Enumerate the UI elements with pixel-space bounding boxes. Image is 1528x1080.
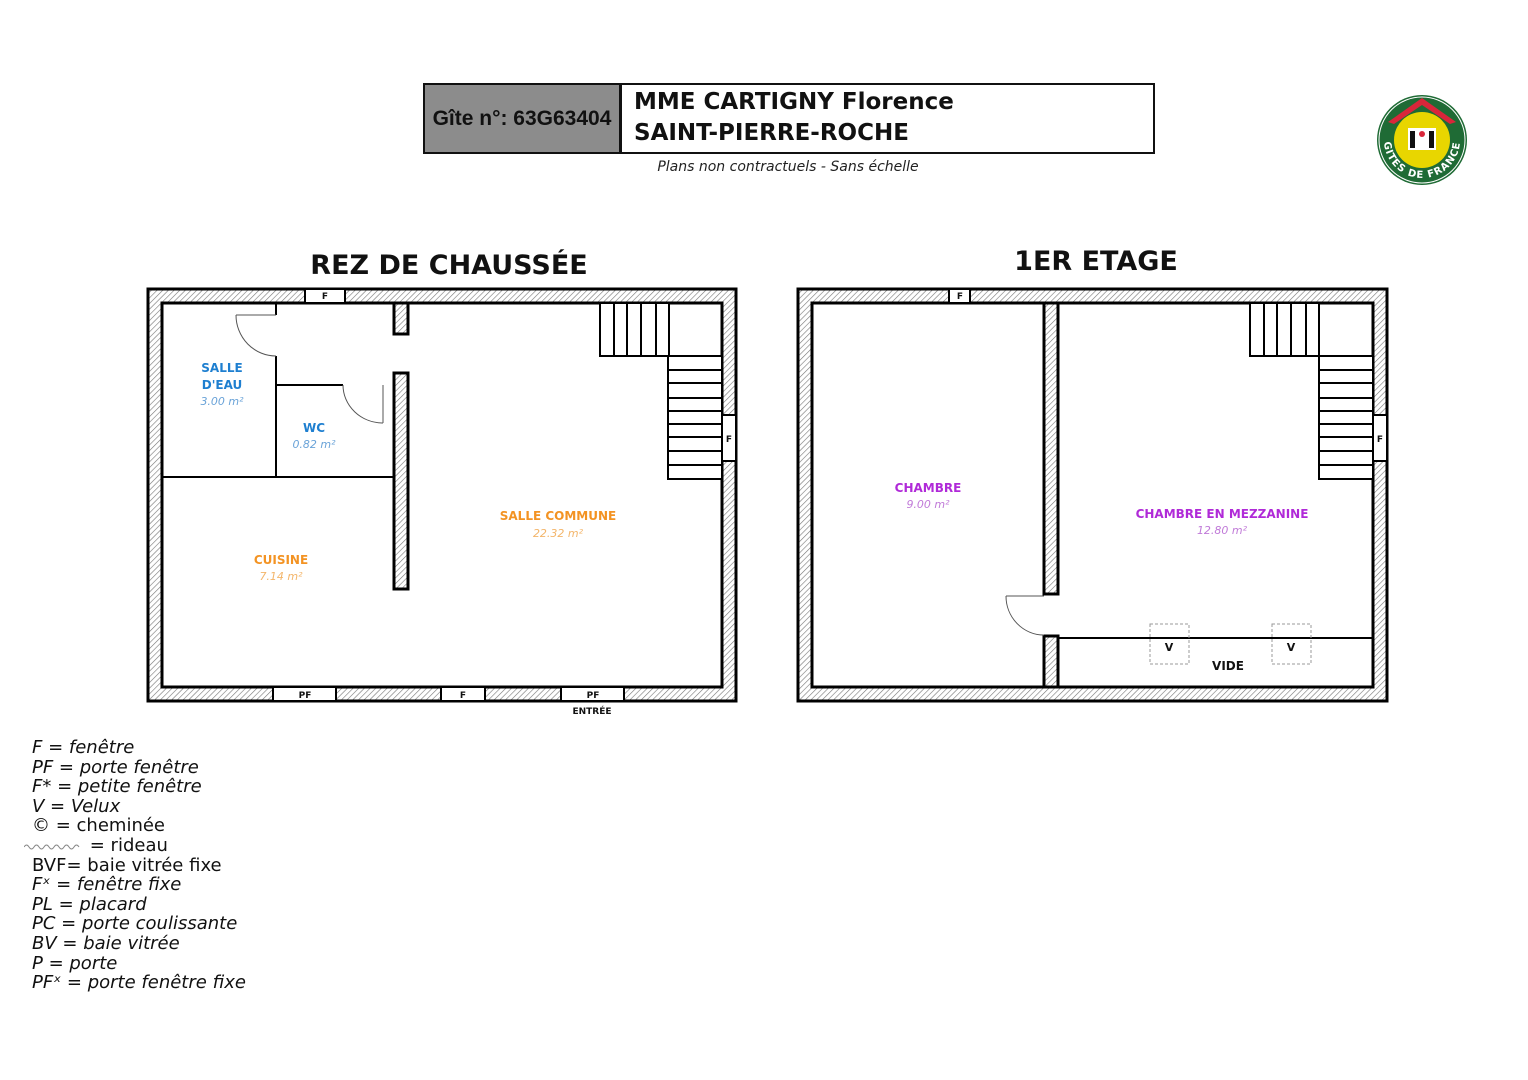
- opening-label: F: [1377, 435, 1383, 445]
- room-name: D'EAU: [202, 378, 243, 392]
- door-icon: [1005, 595, 1045, 636]
- partition-wall: [392, 371, 410, 591]
- opening-label: PF: [299, 691, 312, 701]
- legend-item: BVF= baie vitrée fixe: [32, 854, 222, 876]
- room-area: 22.32 m²: [533, 527, 584, 540]
- interior-space: [160, 301, 724, 689]
- interior-space: [810, 301, 1375, 689]
- legend-item-curtain: = rideau: [23, 834, 246, 856]
- velux-label: V: [1165, 641, 1174, 654]
- room-area: 9.00 m²: [906, 498, 950, 511]
- window-bottom: [440, 686, 486, 702]
- owner-name: MME CARTIGNY Florence: [634, 89, 954, 115]
- french-window-1: [272, 686, 337, 702]
- legend-item: PF = porte fenêtre: [32, 756, 199, 778]
- gites-de-france-logo: GITES DE FRANCE: [1377, 95, 1467, 185]
- legend-item: PFˣ = porte fenêtre fixe: [32, 972, 246, 994]
- legend-item: PL = placard: [32, 893, 147, 915]
- legend-item: V = Velux: [32, 795, 121, 817]
- room-area: 0.82 m²: [292, 438, 336, 451]
- ground-floor-title: REZ DE CHAUSSÉE: [310, 249, 587, 281]
- entrance-label: ENTRÉE: [572, 705, 611, 717]
- location: SAINT-PIERRE-ROCHE: [634, 120, 909, 146]
- legend: F = fenêtre PF = porte fenêtre F* = peti…: [23, 737, 246, 994]
- staircase-icon: [1249, 302, 1374, 480]
- legend-item: F* = petite fenêtre: [32, 776, 202, 798]
- window-top: [304, 288, 346, 304]
- legend-item: F = fenêtre: [32, 737, 135, 758]
- room-area: 3.00 m²: [200, 395, 244, 408]
- room-name: CUISINE: [254, 553, 308, 567]
- owner-block: MME CARTIGNY Florence SAINT-PIERRE-ROCHE: [622, 85, 1153, 152]
- window-top: [948, 288, 971, 304]
- partitions: [162, 303, 394, 478]
- legend-item: BV = baie vitrée: [32, 932, 180, 954]
- opening-label: F: [460, 691, 466, 701]
- staircase-icon: [599, 302, 723, 480]
- opening-label: F: [957, 292, 963, 302]
- door-icon: [342, 384, 384, 424]
- window-right: [721, 414, 737, 462]
- legend-item: © = cheminée: [32, 815, 165, 837]
- room-name: SALLE: [201, 361, 242, 375]
- title-block: Gîte n°: 63G63404 MME CARTIGNY Florence …: [423, 83, 1155, 154]
- room-name: SALLE COMMUNE: [500, 509, 616, 523]
- curtain-icon: [23, 844, 80, 850]
- door-icon: [235, 314, 277, 357]
- opening-label: F: [322, 292, 328, 302]
- velux-label: V: [1287, 641, 1296, 654]
- gite-number: Gîte n°: 63G63404: [425, 85, 622, 152]
- legend-text: = rideau: [89, 834, 168, 856]
- room-name: CHAMBRE EN MEZZANINE: [1136, 507, 1309, 521]
- room-name: CHAMBRE: [895, 481, 962, 495]
- room-area: 7.14 m²: [259, 570, 303, 583]
- window-right: [1372, 414, 1388, 462]
- ground-floor-plan: F F PF F PF ENTRÉE SALLE D'EAU 3.00 m² W…: [146, 287, 738, 717]
- room-area: 12.80 m²: [1197, 524, 1248, 537]
- opening-label: F: [726, 435, 732, 445]
- legend-item: P = porte: [32, 952, 118, 974]
- french-window-entrance: [560, 686, 625, 702]
- wall-stub: [392, 301, 410, 336]
- room-name: WC: [303, 421, 325, 435]
- disclaimer: Plans non contractuels - Sans échelle: [657, 159, 919, 175]
- partition-wall: [1042, 634, 1060, 689]
- legend-item: Fˣ = fenêtre fixe: [32, 874, 182, 896]
- velux-icon: [1149, 623, 1190, 665]
- opening-label: PF: [587, 691, 600, 701]
- void-label: VIDE: [1212, 659, 1244, 673]
- partition-wall: [1042, 301, 1060, 596]
- first-floor-plan: F F V V VIDE CHAMBRE 9.00 m² CHAMBRE EN …: [796, 287, 1389, 703]
- first-floor-title: 1ER ETAGE: [1014, 246, 1178, 277]
- legend-item: PC = porte coulissante: [32, 913, 238, 935]
- velux-icon: [1271, 623, 1312, 665]
